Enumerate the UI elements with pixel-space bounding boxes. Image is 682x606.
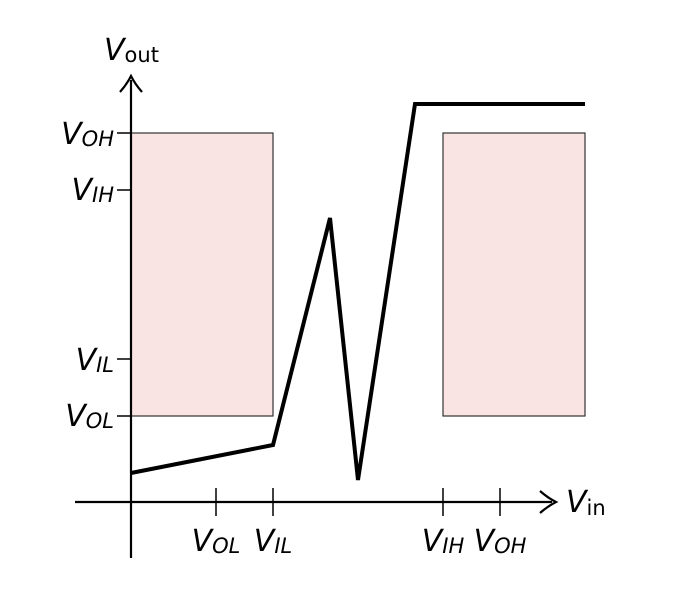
x-tick-label-voh-sub: OH xyxy=(494,534,527,558)
y-tick-label-vih: VIH xyxy=(71,173,114,208)
x-axis-arrowhead xyxy=(539,490,559,514)
forbidden-region-left xyxy=(130,132,274,417)
y-axis-label-main: V xyxy=(104,33,127,68)
x-tick-label-vil-main: V xyxy=(254,524,277,559)
y-tick-label-vol-main: V xyxy=(65,399,88,434)
x-tick-label-vil-sub: IL xyxy=(274,534,292,558)
y-tick-label-vil-main: V xyxy=(76,343,99,378)
x-axis-label-main: V xyxy=(566,485,589,520)
y-tick-label-voh: VOH xyxy=(61,117,114,152)
y-axis-label-sub: out xyxy=(125,43,159,67)
y-tick-label-vol: VOL xyxy=(65,399,114,434)
y-tick-label-voh-main: V xyxy=(61,117,84,152)
x-tick-label-vol: VOL xyxy=(192,524,241,559)
y-axis-label: Vout xyxy=(104,33,159,68)
x-axis-label: Vin xyxy=(566,485,606,520)
y-tick-label-vol-sub: OL xyxy=(86,409,114,433)
x-tick-label-vih: VIH xyxy=(422,524,465,559)
y-tick-label-vih-main: V xyxy=(71,173,94,208)
transfer-curve xyxy=(130,102,585,481)
y-axis-arrowhead xyxy=(119,73,143,93)
y-tick-label-vih-sub: IH xyxy=(92,183,114,207)
x-axis-label-sub: in xyxy=(587,496,606,520)
forbidden-region-right xyxy=(442,132,586,417)
x-tick-label-vih-main: V xyxy=(422,524,445,559)
y-tick-label-vil-sub: IL xyxy=(96,353,114,377)
x-tick-label-vil: VIL xyxy=(254,524,292,559)
x-tick-label-vih-sub: IH xyxy=(442,534,464,558)
x-tick-label-voh: VOH xyxy=(474,524,527,559)
y-tick-label-voh-sub: OH xyxy=(82,127,115,151)
y-tick-label-vil: VIL xyxy=(76,343,114,378)
x-tick-label-voh-main: V xyxy=(474,524,497,559)
x-tick-label-vol-main: V xyxy=(192,524,215,559)
x-tick-label-vol-sub: OL xyxy=(212,534,240,558)
